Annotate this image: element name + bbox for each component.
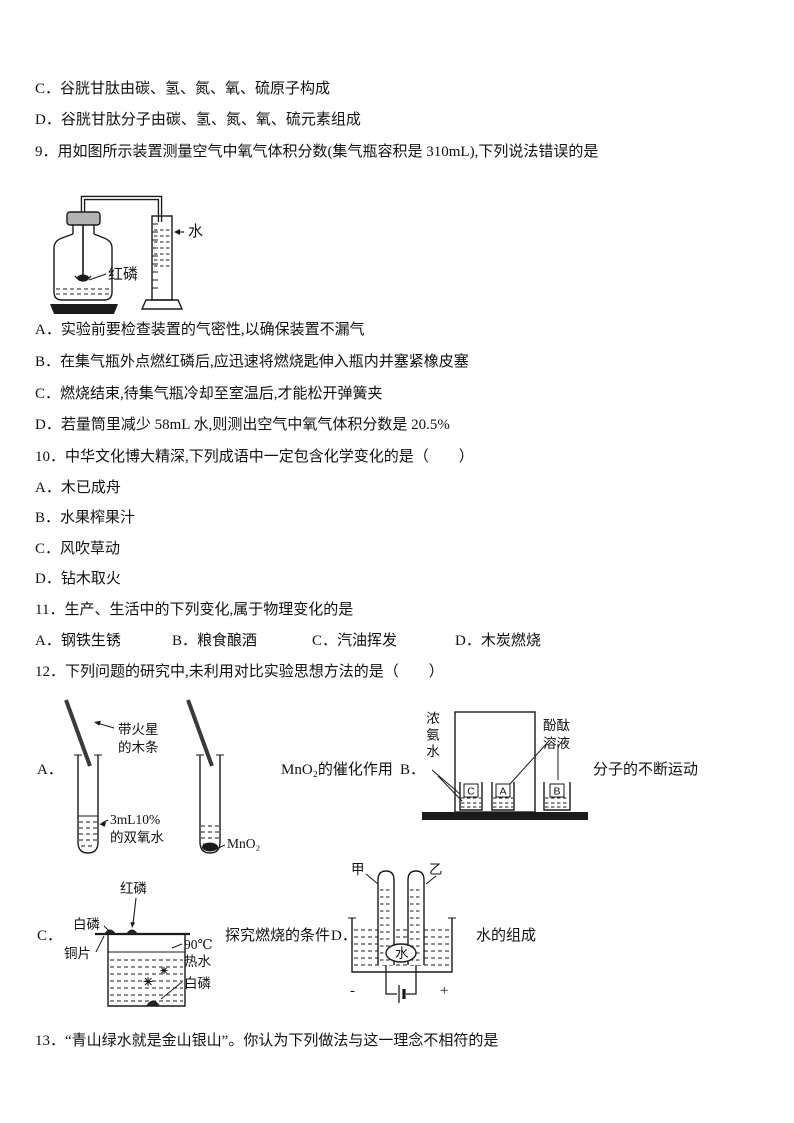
red-phosphorus-mound (126, 929, 138, 934)
splint-arrow (94, 720, 115, 729)
beaker-b (543, 782, 571, 811)
q12a-peroxide-label-line1: 3mL10% (110, 812, 161, 827)
q9-option-a: A．实验前要检查装置的气密性,以确保装置不漏气 (35, 322, 365, 338)
phenolphthalein-leader-lines (509, 741, 559, 785)
right-splint (186, 699, 214, 767)
prev-option-c: C．谷胱甘肽由碳、氢、氮、氧、硫原子构成 (35, 81, 331, 97)
q12c-hot-water-line1: 90℃ (184, 937, 213, 952)
white-phosphorus-leader (103, 925, 111, 933)
q12a-caption: MnO₂的催化作用 (281, 762, 393, 778)
q12-option-b-label: B． (400, 762, 426, 778)
q12b-phenolphthalein-line2: 溶液 (543, 736, 570, 751)
q12-option-d-label: D． (331, 928, 357, 944)
q12c-copper-label: 铜片 (64, 946, 91, 961)
q12c-caption: 探究燃烧的条件 (225, 928, 331, 944)
q12c-white-p-top-label: 白磷 (73, 917, 100, 932)
table-surface (422, 812, 588, 820)
left-splint (64, 699, 92, 767)
q9-water-label: 水 (188, 224, 204, 240)
q12d-water-electrolysis-diagram (348, 870, 456, 1003)
q10-stem: 10．中华文化博大精深,下列成语中一定包含化学变化的是（ ） (35, 449, 474, 465)
q12-option-c-label: C． (37, 928, 63, 944)
left-test-tube (74, 754, 102, 854)
q12d-water-label: 水 (395, 946, 409, 961)
underwater-white-phosphorus (146, 1000, 160, 1006)
gas-bottle (53, 211, 113, 301)
q11-option-b: B．粮食酿酒 (172, 633, 258, 649)
red-phosphorus-arrow (130, 897, 137, 928)
q12a-splint-label-line2: 的木条 (118, 740, 159, 755)
bent-delivery-tube (80, 195, 163, 222)
q12-stem: 12．下列问题的研究中,未利用对比实验思想方法的是（ ） (35, 664, 444, 680)
q12d-tube-right-label: 乙 (429, 862, 443, 877)
graduated-cylinder (140, 215, 184, 310)
ammonia-leader-lines (431, 769, 463, 802)
q10-option-b: B．水果榨果汁 (35, 510, 136, 526)
q11-stem: 11．生产、生活中的下列变化,属于物理变化的是 (35, 602, 354, 618)
prev-option-d: D．谷胱甘肽分子由碳、氢、氮、氧、硫元素组成 (35, 112, 361, 128)
trough (348, 917, 456, 973)
water-oval-label-outline (385, 943, 417, 963)
q12c-white-p-bottom-label: 白磷 (184, 976, 211, 991)
right-test-tube (196, 754, 226, 854)
q9-red-phosphorus-label: 红磷 (108, 267, 139, 283)
hot-water-beaker (107, 934, 186, 1007)
q12a-catalysis-diagram (64, 699, 226, 854)
q12d-plus-terminal: + (440, 983, 449, 999)
q11-option-c: C．汽油挥发 (312, 633, 398, 649)
q12d-caption: 水的组成 (476, 928, 537, 944)
q12a-splint-label-line1: 带火星 (118, 722, 159, 737)
q12c-hot-water-line2: 热水 (184, 954, 211, 969)
q12b-caption: 分子的不断运动 (593, 762, 699, 778)
beaker-b-letter: B (553, 786, 560, 798)
beaker-a-letter: A (499, 786, 506, 798)
q10-option-d: D．钻木取火 (35, 571, 121, 587)
stand-base (50, 304, 118, 314)
wires-and-battery (385, 965, 417, 1003)
q10-option-a: A．木已成舟 (35, 480, 121, 496)
q12a-mno2-label: MnO₂ (227, 836, 261, 851)
left-electrolysis-tube (377, 870, 395, 965)
q9-option-c: C．燃烧结束,待集气瓶冷却至室温后,才能松开弹簧夹 (35, 386, 383, 402)
q11-option-a: A．钢铁生锈 (35, 633, 121, 649)
beaker-a (491, 782, 515, 811)
q12c-red-p-label: 红磷 (120, 881, 147, 896)
right-electrolysis-tube (407, 870, 425, 965)
q12b-molecular-motion-diagram: C A B (422, 711, 588, 820)
bottom-white-phosphorus-leader (160, 981, 183, 1000)
combustion-spoon (74, 225, 107, 282)
copper-leader (95, 935, 105, 953)
q9-stem: 9．用如图所示装置测量空气中氧气体积分数(集气瓶容积是 310mL),下列说法错… (35, 144, 599, 160)
q10-option-c: C．风吹草动 (35, 541, 121, 557)
hot-water-leader (171, 943, 183, 949)
q12-option-a-label: A． (37, 762, 63, 778)
beaker-c-letter: C (467, 786, 475, 798)
q13-stem: 13．“青山绿水就是金山银山”。你认为下列做法与这一理念不相符的是 (35, 1033, 499, 1049)
q12b-phenolphthalein-line1: 酚酞 (543, 718, 570, 733)
q12b-ammonia-label: 浓氨水 (424, 711, 439, 761)
q11-option-d: D．木炭燃烧 (455, 633, 541, 649)
flame-marks (143, 967, 168, 986)
q12c-combustion-conditions-diagram (95, 897, 190, 1007)
q9-oxygen-measurement-apparatus-diagram (50, 195, 184, 314)
water-arrow (174, 229, 184, 235)
q12d-minus-terminal: - (350, 983, 355, 999)
tube-leader-lines (365, 873, 437, 885)
peroxide-arrow (99, 819, 109, 827)
q9-option-b: B．在集气瓶外点燃红磷后,应迅速将燃烧匙伸入瓶内并塞紧橡皮塞 (35, 354, 469, 370)
q12a-peroxide-label-line2: 的双氧水 (110, 830, 164, 845)
beaker-c (459, 782, 483, 811)
q9-option-d: D．若量筒里减少 58mL 水,则测出空气中氧气体积分数是 20.5% (35, 417, 450, 433)
q12d-tube-left-label: 甲 (351, 862, 365, 877)
